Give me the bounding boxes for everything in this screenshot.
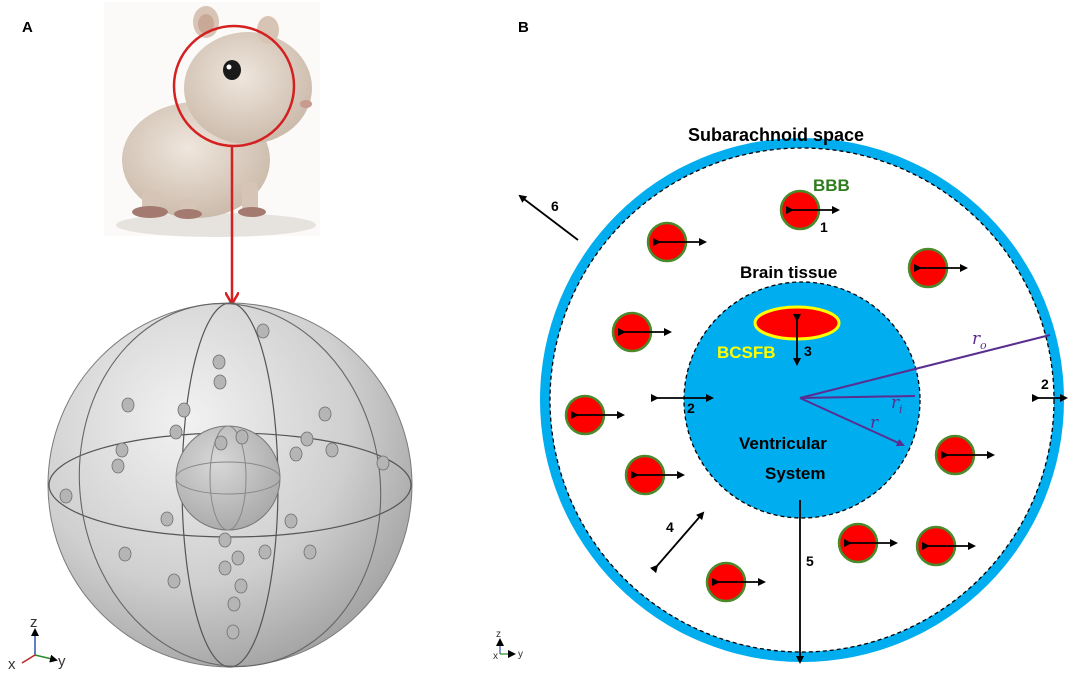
number-1: 1 <box>820 219 828 235</box>
sphere-model <box>47 302 413 668</box>
number-3: 3 <box>804 343 812 359</box>
arrow-4 <box>650 511 705 574</box>
radius-ro-label: r o <box>972 329 987 352</box>
radius-r <box>799 397 905 447</box>
radius-r-label: r <box>870 413 879 433</box>
subarachnoid-label: Subarachnoid space <box>688 125 864 145</box>
number-6: 6 <box>551 198 559 214</box>
panel-a-label: A <box>22 19 33 36</box>
axis-a-y: y <box>58 653 66 670</box>
ventricular-label-1: Ventricular <box>739 434 827 453</box>
pathway-arrows <box>518 194 1068 664</box>
axis-a-z: z <box>30 614 38 631</box>
gerbil-photo <box>104 2 320 237</box>
axis-b-z: z <box>496 629 501 640</box>
panel-b-label: B <box>518 19 529 36</box>
radius-ro-subscript: o <box>980 339 987 352</box>
radius-vectors <box>799 334 1051 447</box>
radius-ro <box>799 334 1051 399</box>
radius-ri <box>799 395 916 399</box>
radius-ri-subscript: i <box>899 403 903 416</box>
number-2-inner: 2 <box>687 400 695 416</box>
bbb-label: BBB <box>813 176 850 195</box>
brain-tissue-label: Brain tissue <box>740 263 837 282</box>
radius-ri-label: r i <box>891 393 903 416</box>
svg-text:r: r <box>972 329 981 349</box>
axis-b-y: y <box>518 649 523 660</box>
head-highlight-circle <box>172 24 296 148</box>
ventricular-label-2: System <box>765 464 825 483</box>
axis-a-x: x <box>8 656 16 673</box>
number-5: 5 <box>806 553 814 569</box>
arrow-6 <box>518 194 579 241</box>
bcsfb-label: BCSFB <box>717 343 776 362</box>
axis-triad-a: z y x <box>8 614 66 673</box>
axis-triad-b: z y x <box>493 629 523 662</box>
number-4: 4 <box>666 519 674 535</box>
axis-b-x: x <box>493 651 498 662</box>
capillary-transport-arrows <box>571 206 995 586</box>
number-2-outer: 2 <box>1041 376 1049 392</box>
svg-text:r: r <box>891 393 900 413</box>
